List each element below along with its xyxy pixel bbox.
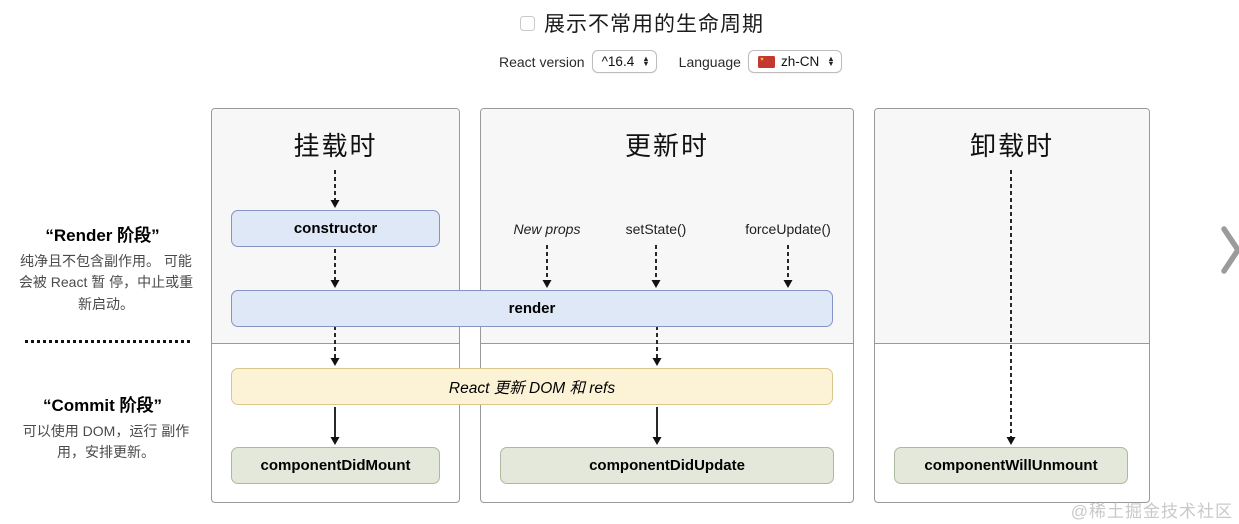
phase-divider — [25, 340, 190, 343]
render-box[interactable]: render — [231, 290, 833, 327]
commit-phase-description: 可以使用 DOM，运行 副作用，安排更新。 — [22, 423, 190, 461]
language-select[interactable]: zh-CN ▲▼ — [747, 50, 842, 73]
page-title[interactable]: 展示不常用的生命周期 — [544, 13, 764, 36]
component-did-mount-box[interactable]: componentDidMount — [231, 447, 440, 484]
stepper-icon: ▲▼ — [827, 53, 835, 68]
render-phase-title: “Render 阶段” — [45, 226, 160, 245]
trigger-force-update[interactable]: forceUpdate() — [745, 221, 831, 237]
trigger-set-state[interactable]: setState() — [625, 221, 687, 237]
commit-phase-title: “Commit 阶段” — [43, 396, 162, 415]
header-title-row: 展示不常用的生命周期 — [520, 8, 764, 38]
panel-unmounting-render-area: 卸载时 — [875, 109, 1149, 344]
panel-unmounting: 卸载时 — [874, 108, 1150, 503]
stepper-icon: ▲▼ — [642, 53, 650, 68]
react-version-label: React version — [499, 53, 585, 70]
component-did-update-box[interactable]: componentDidUpdate — [500, 447, 834, 484]
trigger-new-props: New props — [513, 221, 581, 237]
header-controls: React version ^16.4 ▲▼ Language zh-CN ▲▼ — [499, 50, 842, 73]
render-phase-description: 纯净且不包含副作用。 可能会被 React 暂 停，中止或重新启动。 — [18, 253, 194, 312]
watermark: @稀土掘金技术社区 — [1070, 502, 1233, 521]
react-version-value: ^16.4 — [601, 54, 635, 69]
react-updates-dom-box: React 更新 DOM 和 refs — [231, 368, 833, 405]
language-value: zh-CN — [780, 54, 820, 69]
panel-updating-title: 更新时 — [624, 131, 709, 161]
panel-mounting-title: 挂载时 — [293, 131, 378, 161]
next-chevron-icon[interactable] — [1221, 222, 1239, 278]
react-version-select[interactable]: ^16.4 ▲▼ — [591, 50, 657, 73]
cn-flag-icon — [757, 55, 775, 68]
component-will-unmount-box[interactable]: componentWillUnmount — [894, 447, 1128, 484]
language-label: Language — [678, 53, 741, 70]
show-rare-lifecycles-checkbox[interactable] — [520, 15, 535, 31]
panel-unmounting-title: 卸载时 — [969, 131, 1054, 161]
constructor-box[interactable]: constructor — [231, 210, 440, 247]
